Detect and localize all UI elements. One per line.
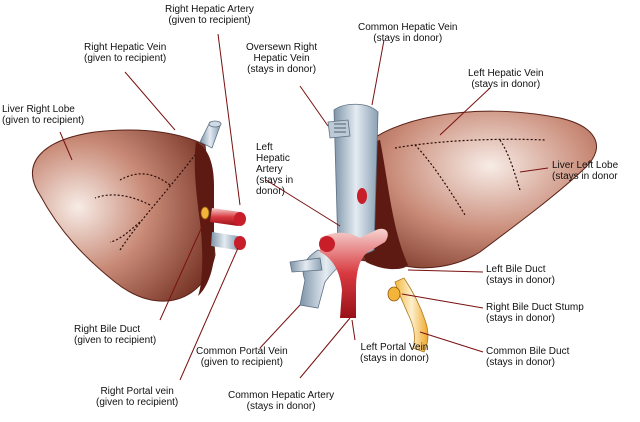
label-name: Liver Right Lobe	[2, 104, 75, 115]
label-liver-left-lobe: Liver Left Lobe (stays in donor	[552, 160, 618, 182]
label-name: Left Hepatic Vein	[468, 68, 544, 79]
label-note: (stays in donor)	[486, 313, 555, 324]
label-note-line2: donor)	[256, 186, 285, 197]
label-note: (stays in donor)	[360, 353, 429, 364]
label-common-hepatic-artery: Common Hepatic Artery (stays in donor)	[228, 390, 334, 412]
label-right-bile-duct-stump: Right Bile Duct Stump (stays in donor)	[486, 302, 584, 324]
label-note-line1: (stays in	[256, 175, 294, 186]
right-portal-vein-stub	[211, 232, 246, 250]
label-note: (stays in donor)	[486, 275, 555, 286]
label-name: Right Portal vein	[100, 386, 174, 397]
label-oversewn-right-hepatic-vein: Oversewn Right Hepatic Vein (stays in do…	[246, 42, 317, 75]
common-bile-duct	[387, 277, 429, 353]
label-common-bile-duct: Common Bile Duct (stays in donor)	[486, 346, 569, 368]
common-hepatic-vein	[327, 103, 379, 256]
label-name: Common Hepatic Vein	[358, 22, 458, 33]
leader-lines	[59, 33, 549, 381]
label-name: Right Bile Duct Stump	[486, 302, 584, 313]
label-name: Common Bile Duct	[486, 346, 570, 357]
label-note: (stays in donor)	[373, 33, 443, 44]
label-name: Right Bile Duct	[74, 324, 141, 335]
label-note: (stays in donor)	[247, 64, 317, 75]
label-liver-right-lobe: Liver Right Lobe (given to recipient)	[2, 104, 84, 126]
label-right-bile-duct: Right Bile Duct (given to recipient)	[74, 324, 156, 346]
label-name: Common Hepatic Artery	[228, 390, 335, 401]
label-note: (given to recipient)	[168, 15, 251, 26]
label-common-portal-vein: Common Portal Vein (given to recipient)	[196, 346, 288, 368]
label-note: (stays in donor)	[246, 401, 316, 412]
label-note: (stays in donor	[552, 171, 618, 182]
label-note: (stays in donor)	[471, 79, 541, 90]
right-liver-lobe	[31, 129, 216, 302]
label-name-line2: Hepatic	[256, 153, 290, 164]
label-name-line1: Left	[256, 142, 273, 153]
label-note: (given to recipient)	[74, 335, 157, 346]
right-hepatic-vein-stub	[199, 120, 222, 149]
right-hepatic-artery-stub	[210, 208, 246, 226]
label-note: (given to recipient)	[84, 53, 167, 64]
common-hepatic-artery	[319, 188, 388, 318]
label-note: (stays in donor)	[486, 357, 555, 368]
label-left-hepatic-vein: Left Hepatic Vein (stays in donor)	[468, 68, 544, 90]
label-common-hepatic-vein: Common Hepatic Vein (stays in donor)	[358, 22, 458, 44]
label-right-hepatic-vein: Right Hepatic Vein (given to recipient)	[84, 42, 166, 64]
label-name-line3: Artery	[256, 164, 283, 175]
label-left-portal-vein: Left Portal Vein (stays in donor)	[360, 342, 429, 364]
label-left-hepatic-artery: Left Hepatic Artery (stays in donor)	[256, 142, 293, 197]
label-name: Right Hepatic Vein	[84, 42, 167, 53]
label-name-line2: Hepatic Vein	[253, 53, 310, 64]
label-name: Common Portal Vein	[196, 346, 288, 357]
label-note: (given to recipient)	[200, 357, 283, 368]
label-name: Liver Left Lobe	[552, 160, 619, 171]
label-left-bile-duct: Left Bile Duct (stays in donor)	[486, 264, 555, 286]
left-liver-lobe	[354, 110, 597, 270]
label-note: (given to recipient)	[96, 397, 179, 408]
right-bile-duct-stub	[200, 206, 210, 220]
label-note: (given to recipient)	[2, 115, 85, 126]
label-name: Left Bile Duct	[486, 264, 546, 275]
label-right-hepatic-artery: Right Hepatic Artery (given to recipient…	[165, 4, 254, 26]
label-name: Left Portal Vein	[360, 342, 429, 353]
label-right-portal-vein: Right Portal vein (given to recipient)	[96, 386, 178, 408]
label-name-line1: Oversewn Right	[246, 42, 318, 53]
label-name: Right Hepatic Artery	[165, 4, 254, 15]
